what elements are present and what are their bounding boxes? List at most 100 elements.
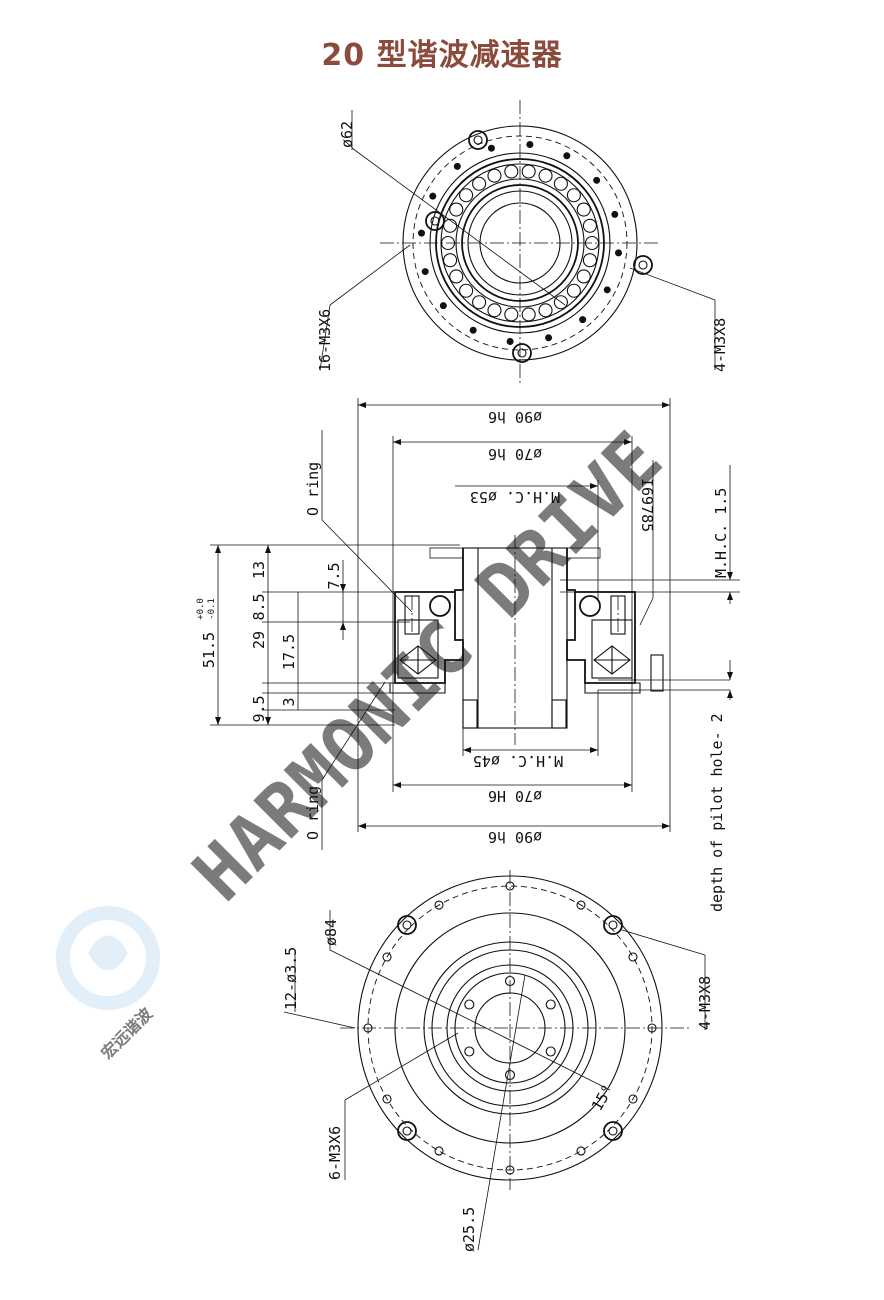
bearing-ball [521, 164, 536, 179]
mounting-hole [506, 338, 514, 346]
mounting-hole [615, 249, 623, 257]
bolt-hole [608, 1126, 618, 1136]
outer-hole [382, 952, 392, 962]
bearing-ball [443, 253, 458, 268]
inner-hole [464, 999, 475, 1010]
height-17-5: 17.5 [280, 634, 298, 670]
inner-hole [545, 1046, 556, 1057]
height-29: 29 [250, 631, 268, 649]
bearing-ball [566, 283, 581, 298]
bottom-view: ø84 12-ø3.5 6-M3X6 4-M3X8 15° ø25.5 [282, 870, 714, 1252]
bolt-head [397, 915, 417, 935]
mounting-hole [453, 162, 461, 170]
bearing-ball [440, 235, 456, 251]
bearing-ball [449, 202, 464, 217]
outer-hole [382, 1094, 392, 1104]
bolt-head [603, 915, 623, 935]
bearing-ball [576, 269, 591, 284]
outer-hole [647, 1023, 657, 1033]
dim-7-5: 7.5 [325, 562, 343, 589]
bolt-hole [517, 348, 527, 358]
bearing-ball [538, 168, 553, 183]
section-view: ø90 h6 ø70 h6 M.H.C. ø53 M.H.C. ø45 ø70 … [196, 398, 740, 912]
height-13: 13 [250, 561, 268, 579]
outer-hole [363, 1023, 373, 1033]
mounting-hole [611, 210, 619, 218]
pilot-label: depth of pilot hole- 2 [708, 713, 726, 912]
top-dia-label: ø62 [338, 121, 356, 148]
bottom-holes-12: 12-ø3.5 [282, 947, 300, 1010]
bottom-dia-inner: ø25.5 [460, 1207, 478, 1252]
oring-top-label: O ring [304, 462, 322, 516]
mounting-hole [429, 192, 437, 200]
dim-top-70: ø70 h6 [488, 445, 542, 463]
bearing-ball [582, 253, 597, 268]
dim-top-90: ø90 h6 [488, 408, 542, 426]
top-view: ø62 16-M3X6 4-M3X8 [316, 100, 729, 383]
bolt-head [512, 343, 532, 363]
outer-hole [576, 1146, 586, 1156]
bearing-ball [566, 188, 581, 203]
bolt-head [603, 1121, 623, 1141]
inner-hole [504, 1069, 516, 1081]
oring-bottom-label: O ring [304, 786, 322, 840]
bearing-ball [584, 235, 600, 251]
watermark-logo-text: 宏远谐波 [97, 1003, 156, 1062]
mounting-hole [439, 302, 447, 310]
page-title: 20 型谐波减速器 [321, 38, 563, 73]
mounting-hole [603, 286, 611, 294]
outer-hole [434, 1146, 444, 1156]
top-right-label: 4-M3X8 [711, 318, 729, 372]
bearing-ball [472, 176, 487, 191]
bolt-hole [473, 135, 483, 145]
tol-lower: -0.1 [207, 598, 217, 620]
dim-bottom-45: M.H.C. ø45 [473, 752, 563, 770]
bearing-ball [472, 295, 487, 310]
dim-bottom-90: ø90 h6 [488, 828, 542, 846]
bearing-ball [487, 168, 502, 183]
bearing-ball [504, 307, 519, 322]
bottom-holes-4: 4-M3X8 [696, 976, 714, 1030]
bolt-head [397, 1121, 417, 1141]
mounting-hole [487, 144, 495, 152]
bearing-ball [521, 307, 536, 322]
mhc-label: M.H.C. 1.5 [712, 488, 730, 578]
bolt-hole [402, 920, 412, 930]
bearing-ball [443, 218, 458, 233]
bolt-hole [402, 1126, 412, 1136]
outer-hole [576, 900, 586, 910]
outer-hole [628, 952, 638, 962]
mounting-hole [563, 152, 571, 160]
bearing-ball [459, 188, 474, 203]
top-left-label: 16-M3X6 [316, 309, 334, 372]
outer-hole [505, 881, 515, 891]
inner-hole [504, 975, 516, 987]
bolt-head [468, 130, 488, 150]
height-8-5: 8.5 [250, 593, 268, 620]
outer-hole [628, 1094, 638, 1104]
bolt-head [633, 255, 653, 275]
bearing-ball [576, 202, 591, 217]
outer-hole [505, 1165, 515, 1175]
outer-hole [434, 900, 444, 910]
dim-bottom-70: ø70 H6 [488, 787, 542, 805]
mounting-hole [417, 229, 425, 237]
bearing-ball [553, 295, 568, 310]
bottom-dia-outer: ø84 [322, 919, 340, 946]
mounting-hole [593, 176, 601, 184]
total-height: 51.5 [200, 632, 218, 668]
mounting-hole [579, 316, 587, 324]
pilot-pin [650, 654, 664, 692]
bearing-ball [504, 164, 519, 179]
bolt-hole [638, 260, 648, 270]
bottom-holes-6: 6-M3X6 [326, 1126, 344, 1180]
mounting-hole [526, 140, 534, 148]
tol-upper: +0.0 [196, 598, 206, 620]
part-no-label: I69785 [638, 478, 656, 532]
bearing-ball [538, 303, 553, 318]
height-9-5: 9.5 [250, 695, 268, 722]
height-3: 3 [280, 697, 298, 706]
bearing-ball [487, 303, 502, 318]
bolt-hole [430, 216, 440, 226]
